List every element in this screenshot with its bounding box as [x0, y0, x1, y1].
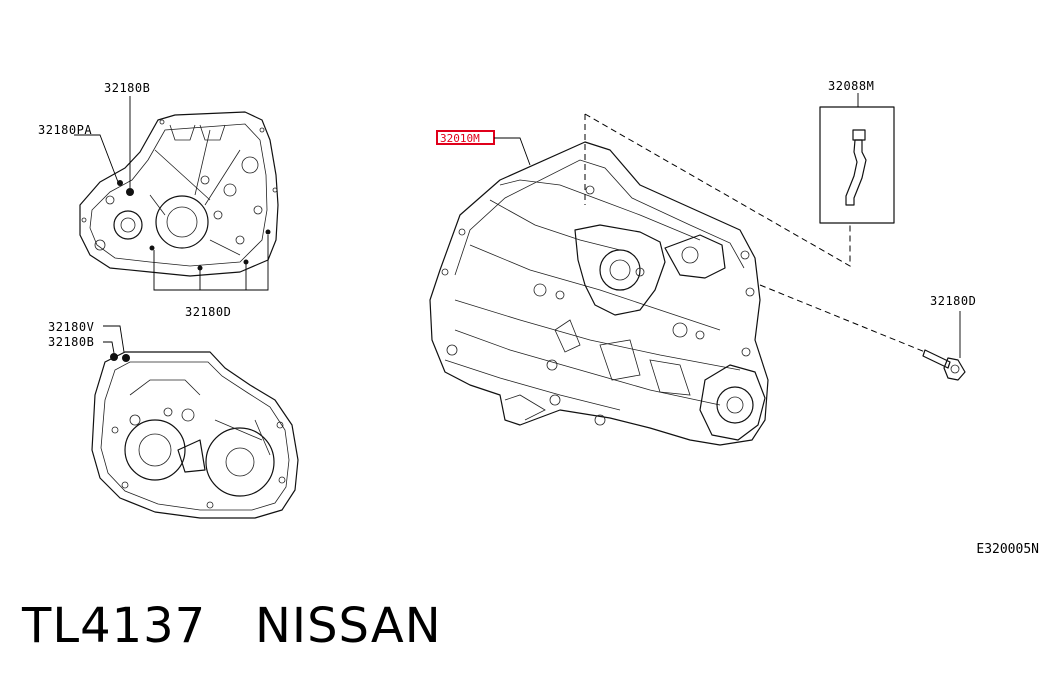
part-number: TL4137: [22, 598, 207, 654]
brand-name: NISSAN: [255, 598, 442, 654]
housing-front-view: [91, 351, 299, 519]
diagram-code: E320005N: [976, 542, 1039, 557]
label-32180B-bottom: 32180B: [48, 335, 94, 349]
label-32180PA: 32180PA: [38, 123, 92, 137]
housing-rear-view: [79, 111, 279, 277]
transaxle-assembly: [429, 141, 769, 446]
label-32180D-right: 32180D: [930, 294, 976, 308]
label-32180D-left: 32180D: [185, 305, 231, 319]
footer-title: TL4137 NISSAN: [22, 598, 442, 654]
highlight-box: [436, 130, 495, 145]
bolt-32180D: [922, 349, 966, 381]
label-32010M: 32010M: [440, 132, 480, 145]
breather-tube-box: [819, 106, 895, 224]
label-32180V: 32180V: [48, 320, 94, 334]
label-32180B-top: 32180B: [104, 81, 150, 95]
label-32088M: 32088M: [828, 79, 874, 93]
